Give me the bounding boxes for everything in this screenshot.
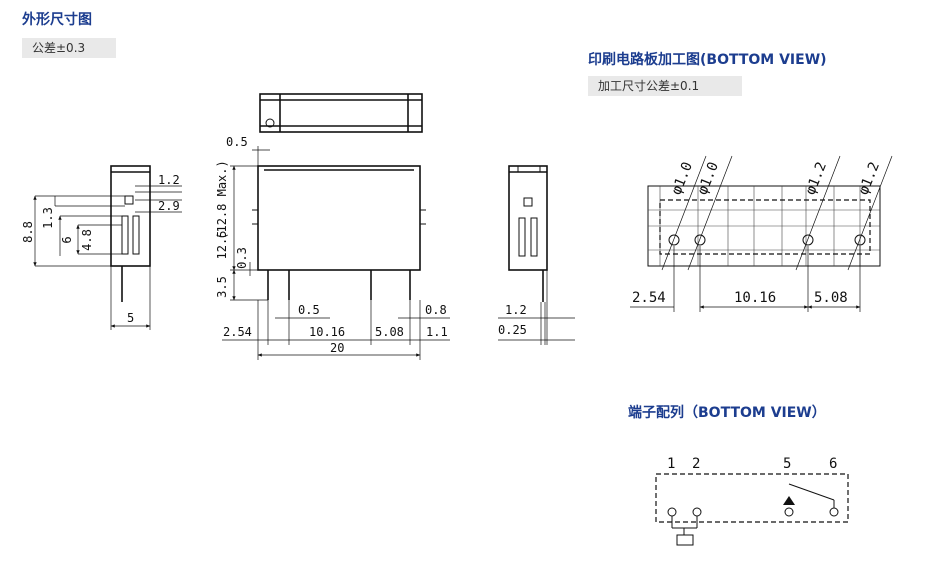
contact-arrow-icon — [783, 496, 795, 505]
pcb-dim-5-08: 5.08 — [814, 290, 848, 306]
terminal-title: 端子配列（BOTTOM VIEW） — [628, 405, 826, 421]
pcb-dim-10-16: 10.16 — [734, 290, 776, 306]
outline-title: 外形尺寸图 — [22, 12, 92, 28]
dim-front-3-5: 3.5 — [215, 276, 229, 298]
side-view: 1.2 2.9 8.8 1.3 6 4.8 5 — [21, 165, 182, 330]
dim-side-8-8: 8.8 — [21, 221, 35, 243]
pcb-hole-label-4: φ1.2 — [856, 160, 883, 197]
pcb-tolerance: 加工尺寸公差±0.1 — [588, 76, 742, 96]
dim-front-12-5: 12.5 — [215, 231, 229, 260]
dim-front-10-16: 10.16 — [309, 325, 345, 339]
terminal-pin-5: 5 — [783, 456, 791, 472]
right-side-view: 1.2 0.25 — [498, 165, 575, 345]
front-view: 0.5 12.5 (12.8 Max.) 0.3 3.5 0.5 0.8 2.5… — [215, 135, 450, 360]
dim-side-6: 6 — [60, 236, 74, 243]
dim-front-12-8-max: (12.8 Max.) — [215, 160, 229, 239]
dim-front-0-5-pin: 0.5 — [298, 303, 320, 317]
dim-front-0-3: 0.3 — [235, 247, 249, 269]
dim-front-1-1: 1.1 — [426, 325, 448, 339]
pcb-hole-label-2: φ1.0 — [695, 160, 722, 197]
outline-tolerance: 公差±0.3 — [22, 38, 116, 58]
pcb-title: 印刷电路板加工图(BOTTOM VIEW) — [588, 52, 827, 68]
dim-front-5-08: 5.08 — [375, 325, 404, 339]
dim-front-20: 20 — [330, 341, 344, 355]
dim-front-2-54: 2.54 — [223, 325, 252, 339]
dim-front-0-5-top: 0.5 — [226, 135, 248, 149]
pcb-layout: φ1.0 φ1.0 φ1.2 φ1.2 2.54 10.16 5.08 — [630, 155, 893, 312]
pcb-hole-label-3: φ1.2 — [803, 160, 830, 197]
dim-side-4-8: 4.8 — [80, 229, 94, 251]
dim-right-1-2: 1.2 — [505, 303, 527, 317]
terminal-pin-2: 2 — [692, 456, 700, 472]
top-view — [259, 93, 423, 133]
pcb-hole-label-1: φ1.0 — [669, 160, 696, 197]
dim-right-0-25: 0.25 — [498, 323, 527, 337]
terminal-pin-6: 6 — [829, 456, 837, 472]
dim-side-1-3: 1.3 — [41, 207, 55, 229]
terminal-pin-1: 1 — [667, 456, 675, 472]
dim-front-0-8: 0.8 — [425, 303, 447, 317]
dim-side-2-9: 2.9 — [158, 199, 180, 213]
dim-side-1-2: 1.2 — [158, 173, 180, 187]
dim-side-5: 5 — [127, 311, 134, 325]
pcb-dim-2-54: 2.54 — [632, 290, 666, 306]
terminal-arrangement: 1 2 5 6 — [655, 456, 849, 546]
